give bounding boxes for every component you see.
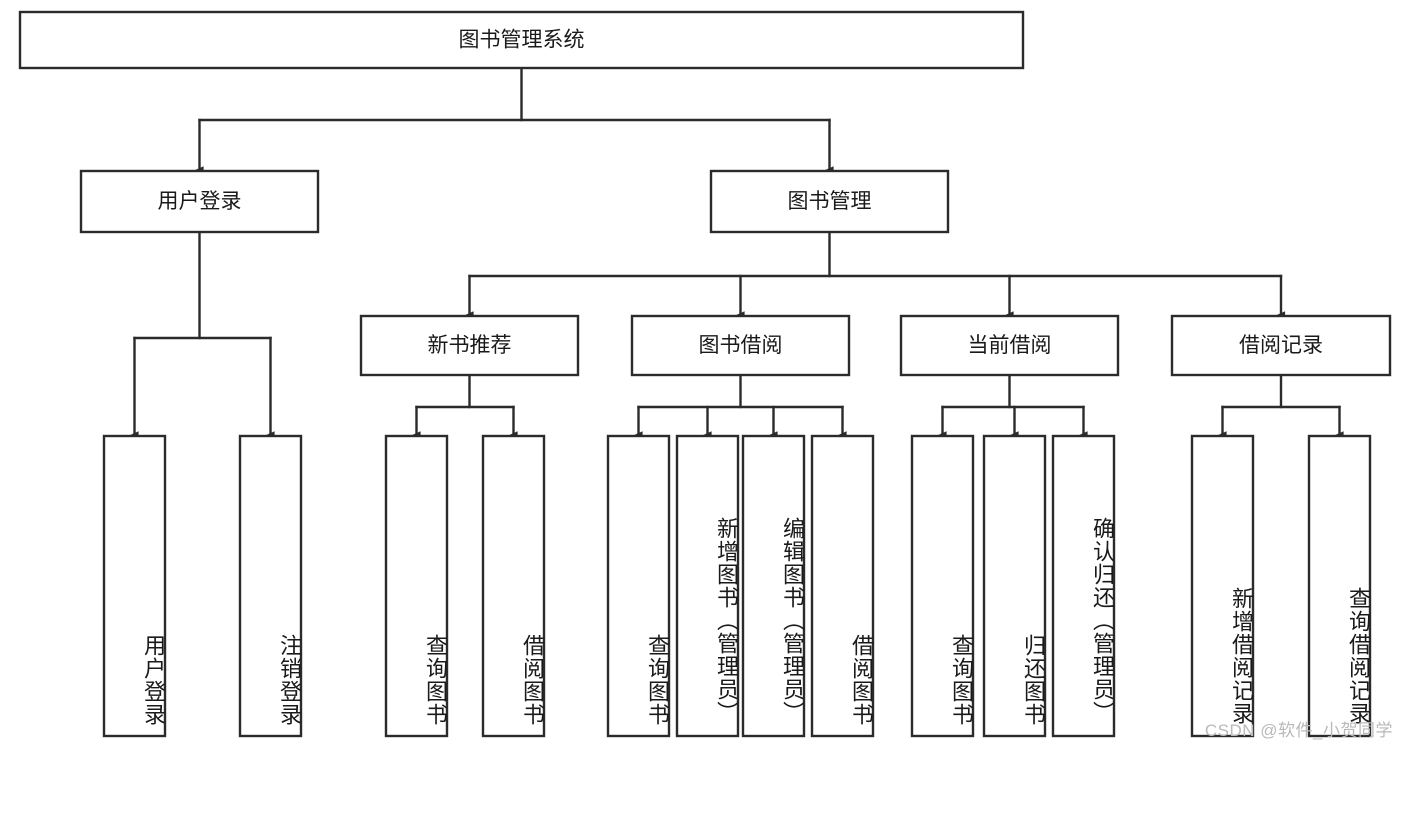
node-box-leaf-add-book-admin bbox=[675, 434, 740, 738]
node-label-borrow-record: 借阅记录 bbox=[1239, 334, 1323, 357]
flowchart-canvas: 图书管理系统用户登录图书管理新书推荐图书借阅当前借阅借阅记录 用户登录注销登录查… bbox=[18, 10, 1393, 740]
node-label-book-borrow: 图书借阅 bbox=[699, 334, 783, 357]
node-box-new-book-recommend bbox=[359, 314, 580, 377]
node-box-leaf-query-book-rec bbox=[384, 434, 449, 738]
node-box-leaf-logout-login bbox=[238, 434, 303, 738]
node-label-book-manage: 图书管理 bbox=[788, 190, 872, 213]
node-box-leaf-borrow-book-bor bbox=[810, 434, 875, 738]
edges-layer bbox=[130, 66, 1344, 440]
node-box-leaf-return-book bbox=[982, 434, 1047, 738]
node-label-root: 图书管理系统 bbox=[459, 29, 585, 52]
node-box-borrow-record bbox=[1170, 314, 1392, 377]
watermark-text: CSDN @软件_小贺同学 bbox=[1204, 721, 1393, 740]
node-box-leaf-borrow-book-rec bbox=[481, 434, 546, 738]
node-box-leaf-confirm-return bbox=[1051, 434, 1116, 738]
node-label-user-login: 用户登录 bbox=[158, 190, 242, 213]
node-box-leaf-query-book-bor bbox=[606, 434, 671, 738]
node-box-book-borrow bbox=[630, 314, 851, 377]
node-box-root bbox=[18, 10, 1025, 70]
node-label-new-book-recommend: 新书推荐 bbox=[428, 334, 512, 357]
node-box-leaf-user-login bbox=[102, 434, 167, 738]
node-box-leaf-query-borrow-record bbox=[1307, 434, 1372, 738]
node-box-book-manage bbox=[709, 169, 950, 234]
node-box-leaf-add-borrow-record bbox=[1190, 434, 1255, 738]
node-box-leaf-edit-book-admin bbox=[741, 434, 806, 738]
node-label-current-borrow: 当前借阅 bbox=[968, 334, 1052, 357]
node-box-user-login bbox=[79, 169, 320, 234]
node-box-leaf-query-book-cur bbox=[910, 434, 975, 738]
node-box-current-borrow bbox=[899, 314, 1120, 377]
